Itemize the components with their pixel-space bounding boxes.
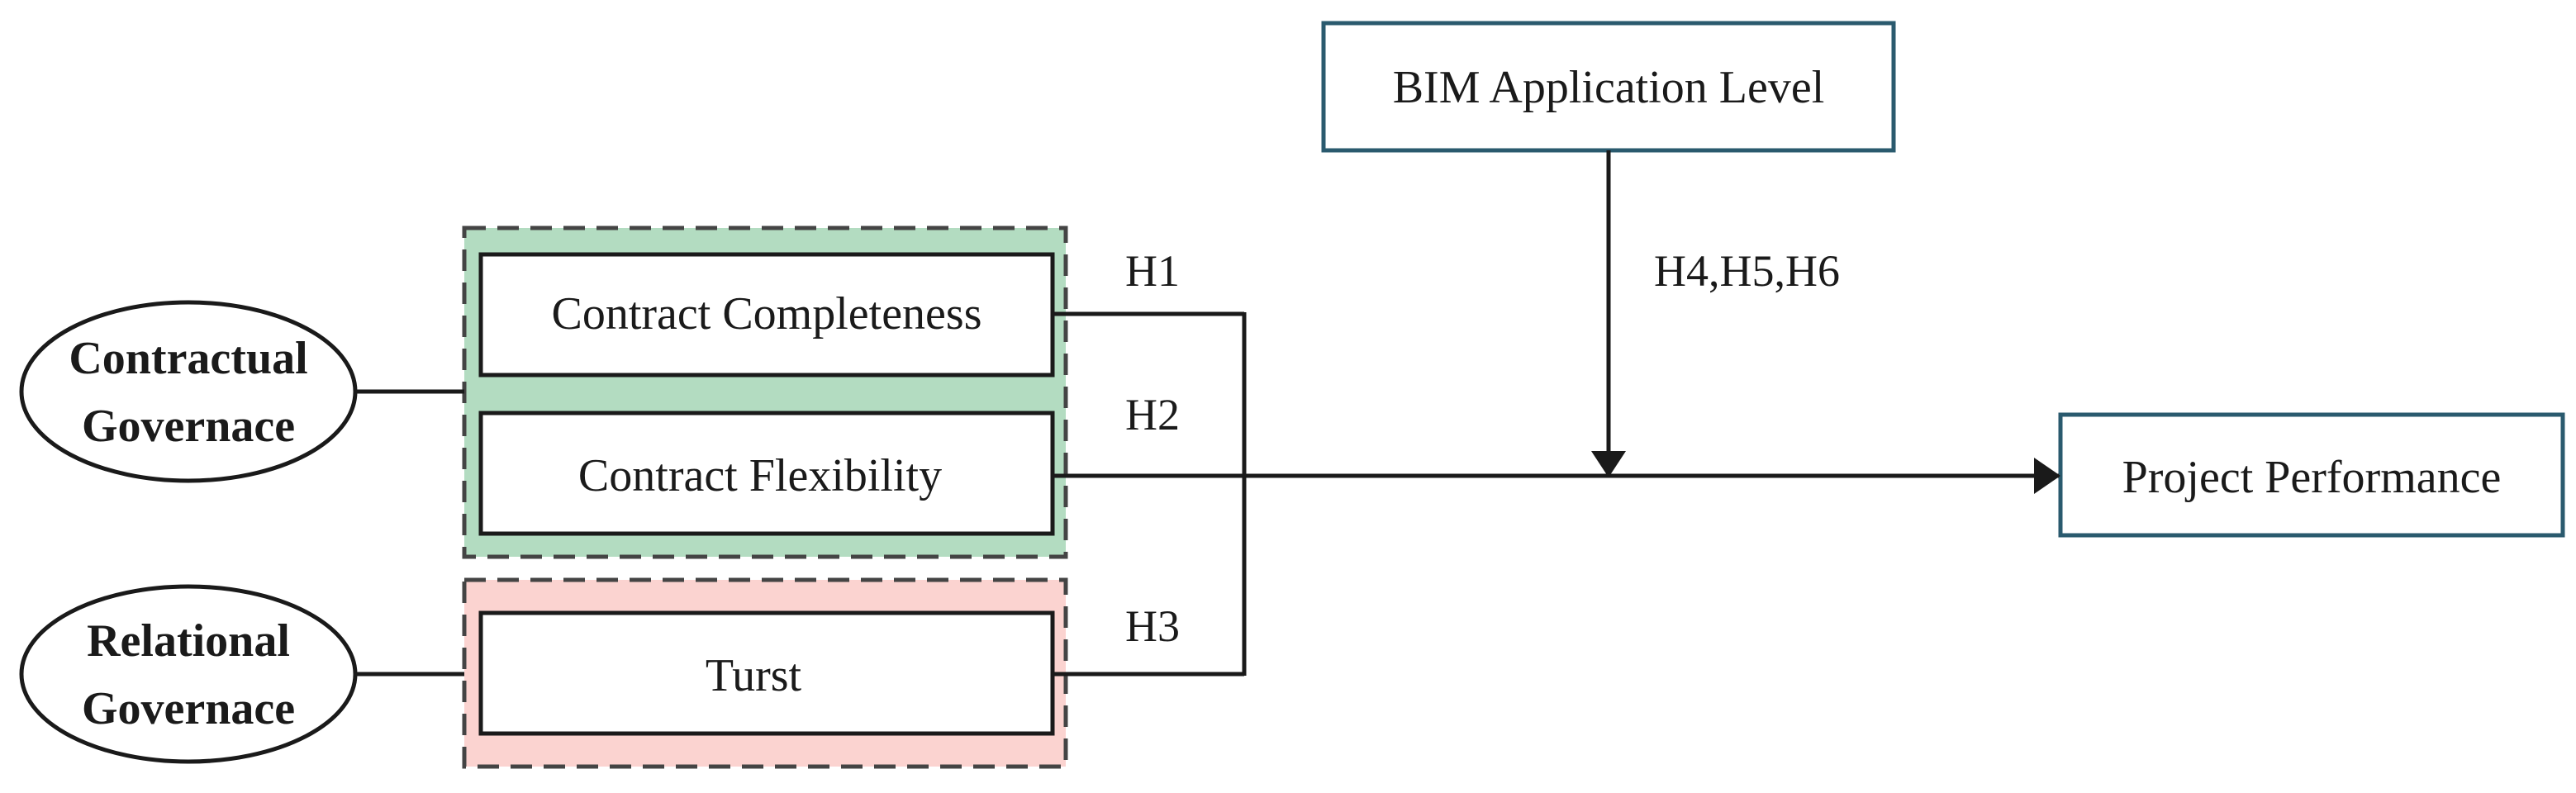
relational-governance-label-line1: Relational (87, 615, 290, 667)
contractual-governance-node: Contractual Governace (19, 300, 358, 483)
main-effect-arrowhead (2034, 458, 2060, 494)
bim-application-level-label: BIM Application Level (1393, 62, 1825, 113)
h2-label: H2 (1125, 390, 1180, 439)
h1-label: H1 (1125, 246, 1180, 296)
contract-flexibility-node: Contract Flexibility (478, 411, 1055, 536)
contract-completeness-label: Contract Completeness (551, 288, 981, 340)
h4-h5-h6-label: H4,H5,H6 (1654, 246, 1840, 296)
contractual-governance-label-line2: Governace (82, 401, 295, 452)
bim-application-level-node: BIM Application Level (1321, 21, 1896, 153)
project-performance-label: Project Performance (2122, 452, 2502, 503)
moderation-arrowhead (1591, 451, 1626, 477)
h3-label: H3 (1125, 601, 1180, 651)
trust-label: Turst (706, 650, 802, 701)
contract-flexibility-label: Contract Flexibility (578, 450, 942, 501)
project-performance-node: Project Performance (2058, 412, 2565, 538)
relational-governance-label-line2: Governace (82, 683, 295, 734)
trust-node: Turst (478, 610, 1055, 736)
contract-completeness-node: Contract Completeness (478, 252, 1055, 378)
contractual-governance-label-line1: Contractual (69, 333, 307, 384)
relational-governance-node: Relational Governace (19, 584, 358, 764)
